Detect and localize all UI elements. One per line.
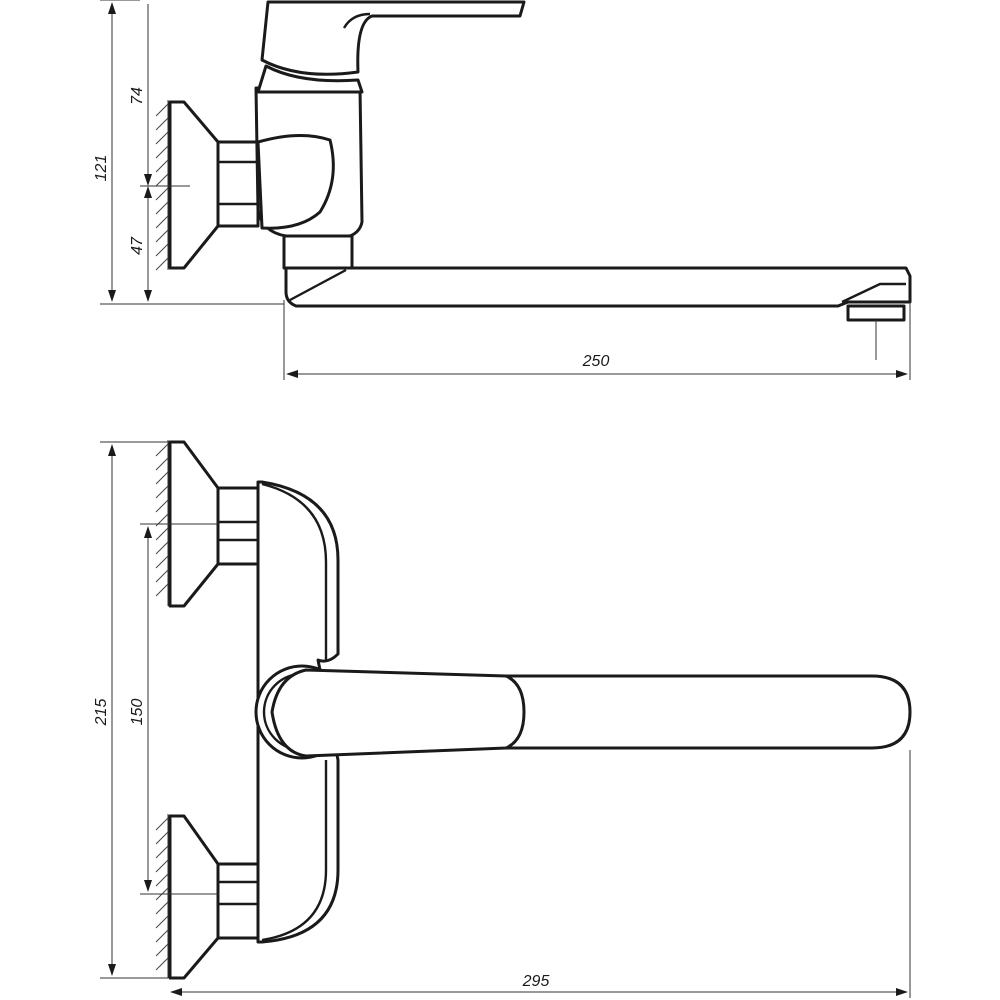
side-wall-hatch xyxy=(155,100,169,271)
side-eccentric-connector xyxy=(216,140,260,228)
side-aerator xyxy=(846,304,906,322)
dim-label-47: 47 xyxy=(129,236,146,255)
top-lever-handle[interactable] xyxy=(270,668,526,758)
dim-label-74: 74 xyxy=(129,87,146,105)
dim-top-total-height: 215 xyxy=(93,441,168,979)
side-body-bulge xyxy=(256,133,335,230)
top-mixer-body-edge xyxy=(261,482,328,660)
top-mixer-body-edge-lower xyxy=(261,760,328,942)
side-view: 121 74 47 250 xyxy=(93,0,912,380)
dim-label-250: 250 xyxy=(582,353,610,370)
side-spout-base xyxy=(282,234,354,270)
side-lever-handle[interactable] xyxy=(260,0,526,76)
side-cartridge-cap xyxy=(256,64,364,94)
side-spout-tip-line xyxy=(841,282,906,304)
top-spout[interactable] xyxy=(498,674,912,750)
side-lever-inner-line xyxy=(342,12,371,29)
dim-label-121: 121 xyxy=(93,155,110,182)
dim-label-295: 295 xyxy=(522,973,550,990)
dim-top-inlet-spacing: 150 xyxy=(129,523,218,895)
dim-label-150: 150 xyxy=(129,699,146,726)
dim-side-total-height: 121 xyxy=(93,0,284,305)
side-spout-inner-line xyxy=(289,268,347,302)
dim-side-split-heights: 74 47 xyxy=(129,4,190,302)
top-lower-connector xyxy=(216,862,260,940)
top-view: 215 150 295 xyxy=(93,440,912,998)
top-upper-connector xyxy=(216,486,260,566)
side-spout[interactable] xyxy=(284,266,912,308)
top-upper-wall-hatch xyxy=(155,440,169,606)
dim-side-spout-length: 250 xyxy=(283,300,911,380)
side-wall-flange xyxy=(168,100,220,270)
dim-label-215: 215 xyxy=(93,699,110,727)
top-lower-wall-hatch xyxy=(155,814,169,978)
top-lower-flange xyxy=(168,814,220,980)
dim-top-total-length: 295 xyxy=(170,750,911,998)
